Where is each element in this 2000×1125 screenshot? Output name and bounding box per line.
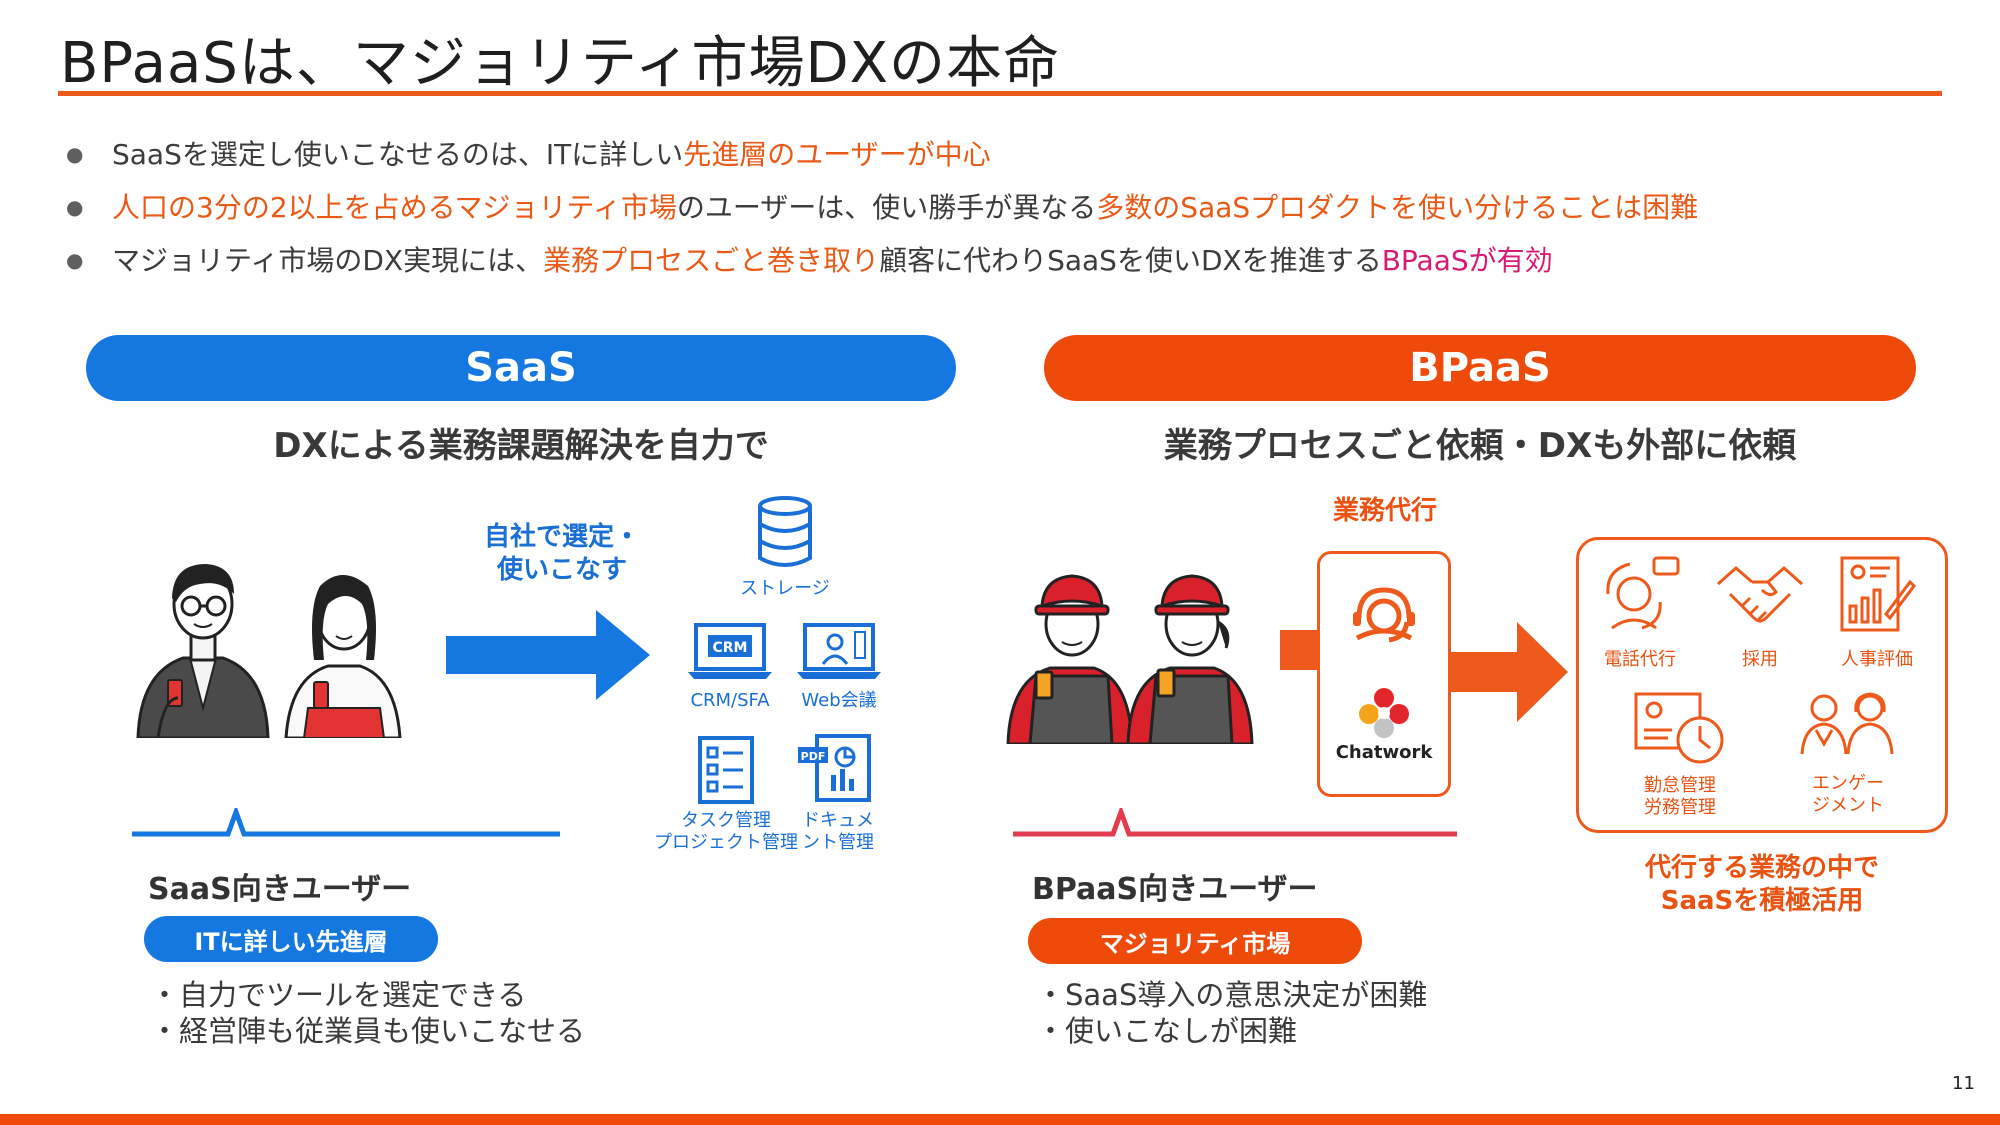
bullet-text-segment: 先進層のユーザーが中心 <box>683 138 991 171</box>
bullet-text-segment: 多数のSaaSプロダクトを使い分けることは困難 <box>1096 191 1699 224</box>
task-checklist-icon <box>698 736 754 804</box>
bpaas-agency-label: 業務代行 <box>1332 496 1437 526</box>
attendance-clock-icon <box>1634 692 1724 764</box>
bullet-item: SaaSを選定し使いこなせるのは、ITに詳しい先進層のユーザーが中心 <box>66 128 1698 181</box>
saas-arrow-label: 自社で選定・ 使いこなす <box>483 522 640 585</box>
headset-operator-icon <box>1353 587 1415 643</box>
bpaas-note: ・使いこなしが困難 <box>1036 1014 1298 1048</box>
bullet-item: 人口の3分の2以上を占めるマジョリティ市場のユーザーは、使い勝手が異なる多数のS… <box>66 181 1698 234</box>
bullet-list: SaaSを選定し使いこなせるのは、ITに詳しい先進層のユーザーが中心 人口の3分… <box>66 128 1698 287</box>
hr-evaluation-caption: 人事評価 <box>1841 649 1913 670</box>
bpaas-user-tag: マジョリティ市場 <box>1028 918 1362 964</box>
bpaas-subtitle: 業務プロセスごと依頼・DXも外部に依頼 <box>1163 426 1797 466</box>
engagement-caption: エンゲー ジメント <box>1812 773 1884 816</box>
bullet-item: マジョリティ市場のDX実現には、業務プロセスごと巻き取り顧客に代わりSaaSを使… <box>66 234 1698 287</box>
task-caption: タスク管理 プロジェクト管理 <box>654 810 798 853</box>
saas-user-tag: ITに詳しい先進層 <box>144 916 438 962</box>
hr-evaluation-icon <box>1840 556 1916 632</box>
bullet-text-segment: のユーザーは、使い勝手が異なる <box>676 191 1097 224</box>
bpaas-saas-usage-caption: 代行する業務の中で SaaSを積極活用 <box>1644 853 1879 916</box>
bullet-text-segment: SaaSを選定し使いこなせるのは、ITに詳しい <box>112 138 684 171</box>
crm-caption: CRM/SFA <box>690 690 770 711</box>
bpaas-flow-arrow-icon <box>1451 622 1568 722</box>
footer-bar <box>0 1114 2000 1125</box>
chatwork-logo-icon <box>1359 688 1409 738</box>
saas-heading-pill: SaaS <box>86 335 956 401</box>
saas-note: ・自力でツールを選定できる <box>150 978 527 1012</box>
bullet-text-segment: 人口の3分の2以上を占めるマジョリティ市場 <box>112 191 677 224</box>
phone-agent-caption: 電話代行 <box>1604 649 1676 670</box>
bpaas-workers-illustration <box>1006 574 1254 744</box>
title-underline <box>58 91 1942 96</box>
crm-badge-text: CRM <box>713 640 748 656</box>
document-icon: PDF <box>798 734 871 802</box>
saas-users-illustration <box>136 564 402 738</box>
hiring-caption: 採用 <box>1742 649 1778 670</box>
bpaas-user-title: BPaaS向きユーザー <box>1032 872 1318 907</box>
phone-agent-icon <box>1606 556 1680 630</box>
document-caption: ドキュメ ント管理 <box>802 810 874 853</box>
saas-notes: ・自力でツールを選定できる ・経営陣も従業員も使いこなせる <box>150 977 585 1049</box>
bullet-text-segment: BPaaSが有効 <box>1381 244 1553 277</box>
bullet-text-segment: 顧客に代わりSaaSを使いDXを推進する <box>879 244 1382 277</box>
saas-user-title: SaaS向きユーザー <box>148 872 412 907</box>
pdf-badge-text: PDF <box>801 750 826 763</box>
outsourced-services-box <box>1576 537 1948 833</box>
bpaas-notes: ・SaaS導入の意思決定が困難 ・使いこなしが困難 <box>1036 977 1427 1049</box>
bpaas-note: ・SaaS導入の意思決定が困難 <box>1036 978 1428 1012</box>
saas-arrow-icon <box>446 610 650 700</box>
engagement-people-icon <box>1800 692 1894 755</box>
saas-note: ・経営陣も従業員も使いこなせる <box>150 1014 586 1048</box>
saas-subtitle: DXによる業務課題解決を自力で <box>273 426 769 466</box>
page-number: 11 <box>1952 1073 1975 1094</box>
bullet-text-segment: 業務プロセスごと巻き取り <box>543 244 880 277</box>
bpaas-baseline <box>1013 808 1457 837</box>
crm-laptop-icon: CRM <box>688 623 772 679</box>
page-title: BPaaSは、マジョリティ市場DXの本命 <box>60 31 1060 96</box>
saas-baseline <box>132 808 560 837</box>
handshake-icon <box>1717 566 1803 623</box>
web-meeting-laptop-icon <box>797 623 881 679</box>
web-meeting-caption: Web会議 <box>801 690 877 711</box>
database-icon <box>758 496 812 567</box>
bpaas-flow-connector <box>1280 630 1317 670</box>
attendance-caption: 勤怠管理 労務管理 <box>1644 775 1716 818</box>
chatwork-label: Chatwork <box>1335 742 1433 763</box>
storage-caption: ストレージ <box>740 578 830 599</box>
bpaas-heading-pill: BPaaS <box>1044 335 1916 401</box>
bullet-text-segment: マジョリティ市場のDX実現には、 <box>112 244 544 277</box>
